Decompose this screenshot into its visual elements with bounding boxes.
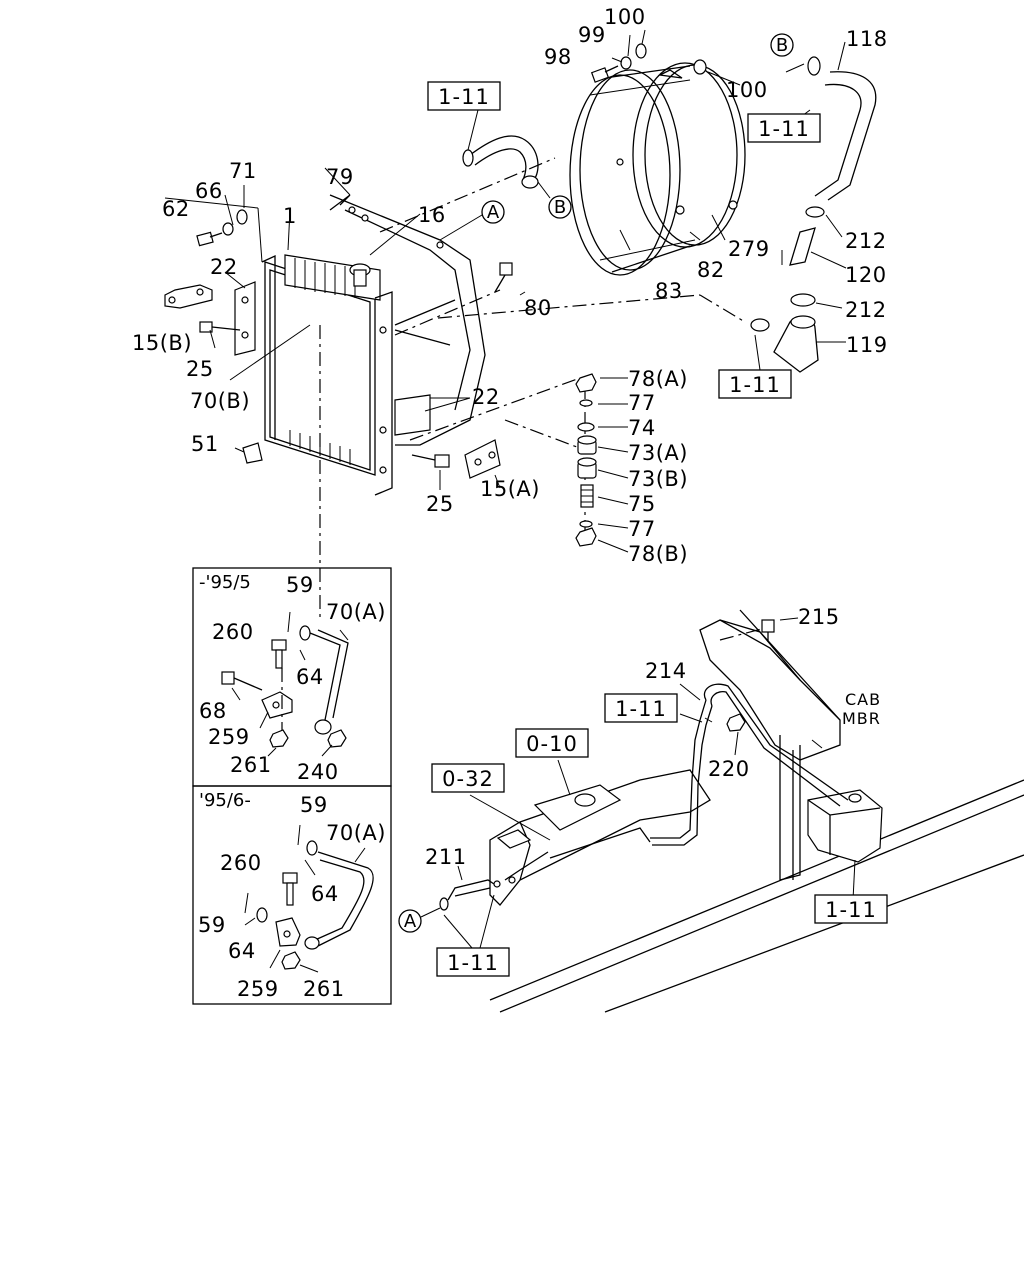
label-66: 66 [195, 179, 223, 203]
radiator-assembly [234, 194, 486, 496]
label-80: 80 [524, 296, 552, 320]
label-220: 220 [708, 757, 750, 781]
inset1-label-259: 259 [208, 725, 250, 749]
inset1-label-261: 261 [230, 753, 272, 777]
label-214: 214 [645, 659, 687, 683]
svg-text:1-11: 1-11 [615, 697, 667, 721]
inset1-label-68: 68 [199, 699, 227, 723]
cab-label-line1: CAB [845, 690, 881, 709]
label-51: 51 [191, 432, 219, 456]
label-78b: 78(B) [628, 542, 688, 566]
svg-text:1-11: 1-11 [825, 898, 877, 922]
label-212-bottom: 212 [845, 298, 887, 322]
label-212-top: 212 [845, 229, 887, 253]
label-62: 62 [162, 197, 190, 221]
label-70b: 70(B) [190, 389, 250, 413]
ref-box-4: 1-11 [604, 693, 678, 723]
cab-label-line2: MBR [842, 709, 881, 728]
inset2-label-259: 259 [237, 977, 279, 1001]
svg-text:1-11: 1-11 [729, 373, 781, 397]
callout-a-bottom: A [398, 907, 441, 933]
svg-text:0-10: 0-10 [526, 732, 578, 756]
reservoir-tank-area [439, 609, 1024, 1013]
label-22-left: 22 [210, 255, 238, 279]
label-15b: 15(B) [132, 331, 192, 355]
svg-text:0-32: 0-32 [442, 767, 494, 791]
inset-bottom [192, 785, 392, 1005]
inset1-label-59: 59 [286, 573, 314, 597]
label-211: 211 [425, 845, 467, 869]
inset2-label-70a: 70(A) [326, 821, 386, 845]
fan-shroud-ring [569, 62, 746, 276]
ref-box-1: 1-11 [427, 81, 501, 111]
label-98: 98 [544, 45, 572, 69]
label-74: 74 [628, 416, 656, 440]
svg-text:1-11: 1-11 [447, 951, 499, 975]
label-83: 83 [655, 279, 683, 303]
svg-text:B: B [776, 35, 788, 56]
ref-box-7: 0-10 [515, 728, 589, 758]
inset1-label-70a: 70(A) [326, 600, 386, 624]
mounting-stack [575, 373, 629, 553]
label-100-top: 100 [604, 5, 646, 29]
upper-radiator-hose [462, 109, 551, 199]
label-73a: 73(A) [628, 441, 688, 465]
inset-bottom-caption: '95/6- [199, 790, 251, 811]
label-82: 82 [697, 258, 725, 282]
label-77-top: 77 [628, 391, 656, 415]
label-99: 99 [578, 23, 606, 47]
label-15a: 15(A) [480, 477, 540, 501]
bolt-group-98-100 [590, 29, 741, 86]
label-279: 279 [728, 237, 770, 261]
label-75: 75 [628, 492, 656, 516]
callout-b-right: B [770, 33, 794, 57]
inset1-label-240: 240 [297, 760, 339, 784]
ref-box-6: 1-11 [436, 947, 510, 977]
inset-top-caption: -'95/5 [199, 572, 251, 593]
label-215: 215 [798, 605, 840, 629]
inset2-label-59-top: 59 [300, 793, 328, 817]
inset1-label-260: 260 [212, 620, 254, 644]
ref-box-5: 1-11 [814, 894, 888, 924]
inset2-label-59-left: 59 [198, 913, 226, 937]
label-100-right: 100 [726, 78, 768, 102]
ref-box-3: 1-11 [718, 369, 792, 399]
ref-box-8: 0-32 [431, 763, 505, 793]
inset-top [192, 567, 392, 787]
svg-text:A: A [487, 202, 500, 223]
inset2-label-260: 260 [220, 851, 262, 875]
radiator-hardware [164, 167, 726, 490]
inset2-label-64-left: 64 [228, 939, 256, 963]
label-22-right: 22 [472, 385, 500, 409]
inset2-label-64-right: 64 [311, 882, 339, 906]
svg-text:1-11: 1-11 [758, 117, 810, 141]
label-16: 16 [418, 203, 446, 227]
label-119: 119 [846, 333, 888, 357]
label-25-left: 25 [186, 357, 214, 381]
svg-text:B: B [554, 197, 566, 218]
ref-box-2: 1-11 [747, 113, 821, 143]
callout-a-top: A [439, 200, 505, 241]
callout-b-hose: B [548, 195, 572, 219]
label-77-bottom: 77 [628, 517, 656, 541]
inset2-label-261: 261 [303, 977, 345, 1001]
inset1-label-64: 64 [296, 665, 324, 689]
part-labels: 100 99 98 100 118 71 66 62 79 1 16 22 15… [132, 5, 888, 1001]
right-hoses [750, 41, 877, 373]
label-25-right: 25 [426, 492, 454, 516]
label-120: 120 [845, 263, 887, 287]
label-79: 79 [326, 165, 354, 189]
svg-text:A: A [404, 911, 417, 932]
label-118: 118 [846, 27, 888, 51]
label-1: 1 [283, 204, 297, 228]
label-71: 71 [229, 159, 257, 183]
label-73b: 73(B) [628, 467, 688, 491]
svg-text:1-11: 1-11 [438, 85, 490, 109]
label-78a: 78(A) [628, 367, 688, 391]
